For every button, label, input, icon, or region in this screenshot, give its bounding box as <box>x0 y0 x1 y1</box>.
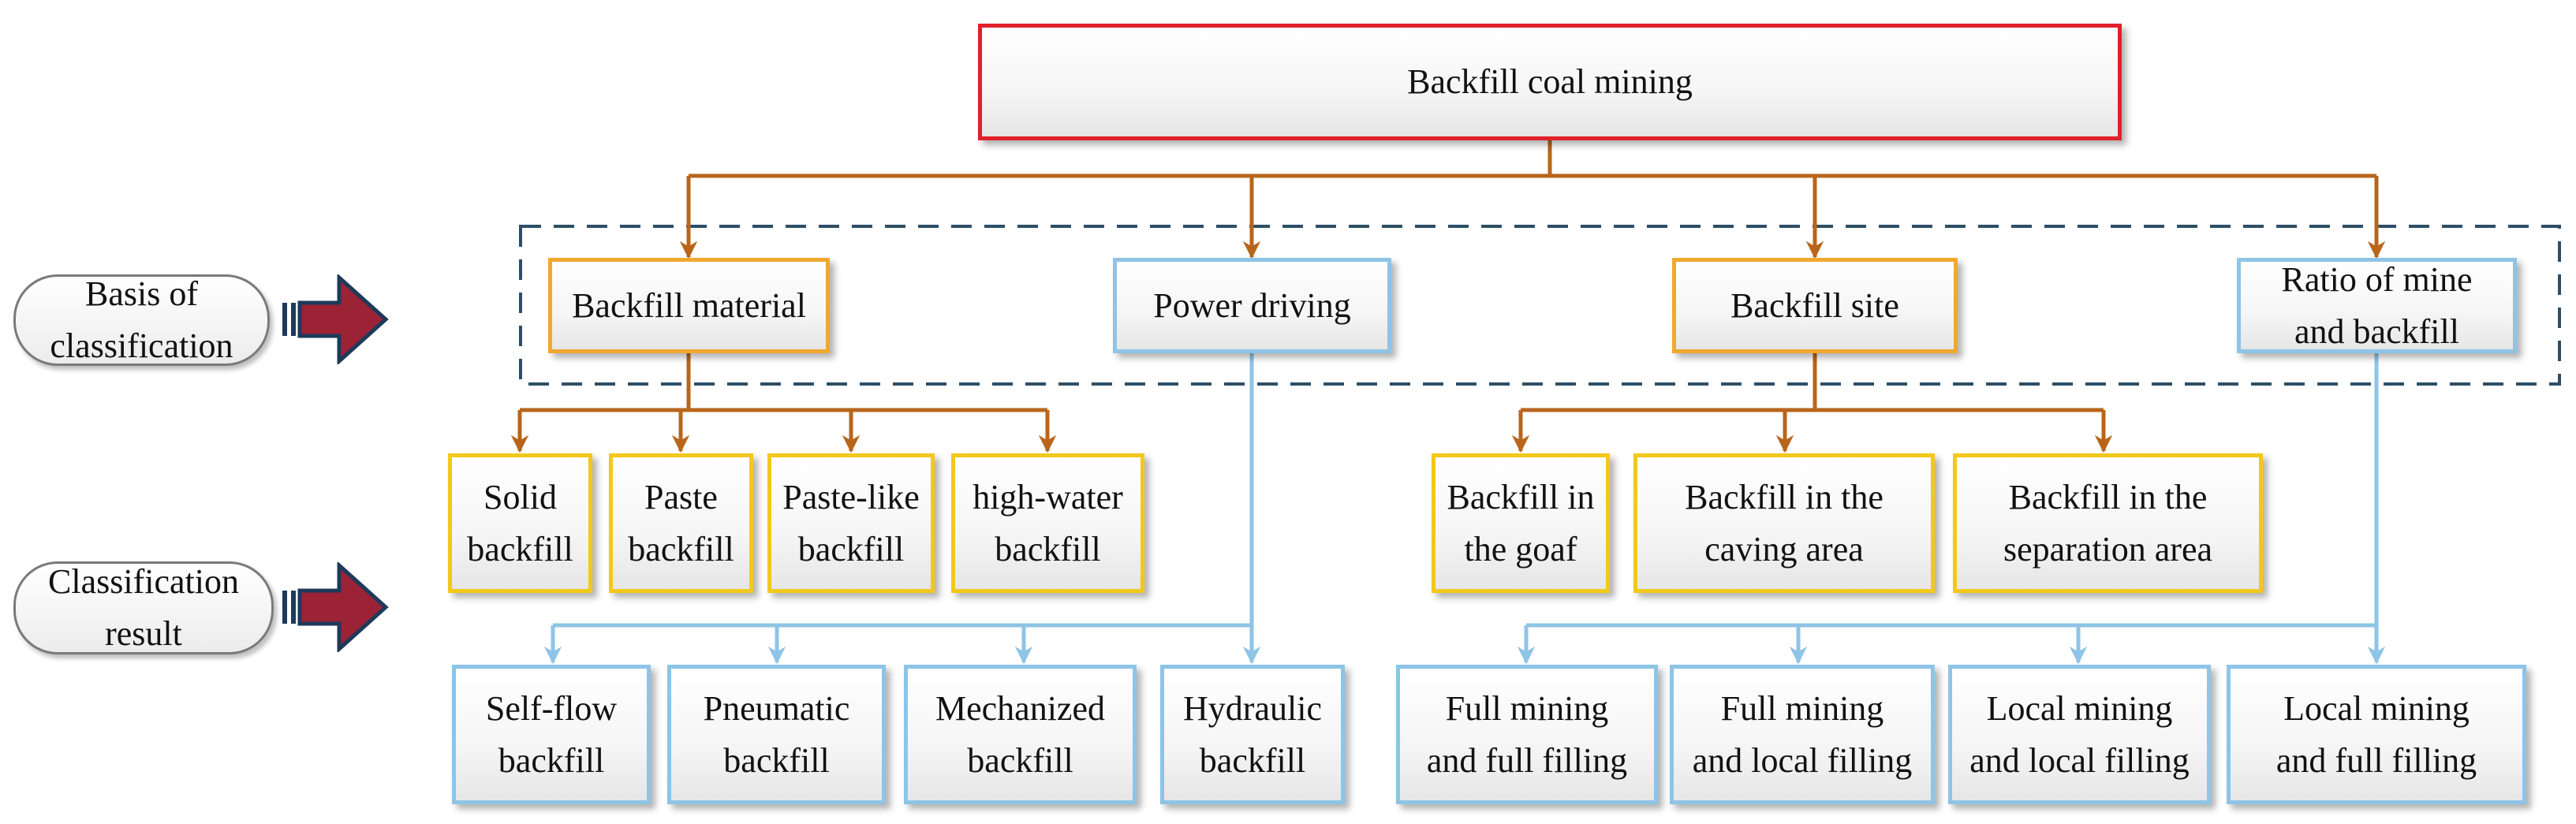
material-connectors <box>510 353 1057 453</box>
full-mining-and-local-filling-node: Full mining and local filling <box>1670 665 1935 804</box>
basis-arrow-icon <box>282 274 389 364</box>
root-connectors <box>679 140 2386 259</box>
backfill-in-the-goaf-node: Backfill in the goaf <box>1432 453 1610 593</box>
paste-like-backfill-node: Paste-like backfill <box>767 453 935 593</box>
high-water-backfill-node: high-water backfill <box>951 453 1144 593</box>
basis-of-classification-label: Basis of classification <box>13 274 270 366</box>
result-arrow-icon <box>282 562 389 652</box>
basis-dashed-frame <box>519 225 2561 386</box>
hydraulic-backfill-node: Hydraulic backfill <box>1160 665 1345 804</box>
classification-result-label: Classification result <box>13 561 274 654</box>
root-label: Backfill coal mining <box>1407 62 1693 101</box>
mechanized-backfill-node: Mechanized backfill <box>904 665 1137 804</box>
backfill-site-node: Backfill site <box>1672 258 1958 353</box>
full-mining-and-full-filling-node: Full mining and full filling <box>1396 665 1658 804</box>
power-connectors <box>543 353 1261 665</box>
self-flow-backfill-node: Self-flow backfill <box>452 665 651 804</box>
ratio-of-mine-and-backfill-node: Ratio of mine and backfill <box>2237 258 2517 353</box>
solid-backfill-node: Solid backfill <box>448 453 592 593</box>
paste-backfill-node: Paste backfill <box>609 453 753 593</box>
pneumatic-backfill-node: Pneumatic backfill <box>667 665 886 804</box>
site-connectors <box>1511 353 2113 453</box>
backfill-in-the-separation-area-node: Backfill in the separation area <box>1953 453 2263 593</box>
ratio-connectors <box>1517 353 2386 665</box>
backfill-in-the-caving-area-node: Backfill in the caving area <box>1633 453 1935 593</box>
local-mining-and-full-filling-node: Local mining and full filling <box>2227 665 2526 804</box>
root-node: Backfill coal mining <box>978 24 2122 140</box>
power-driving-node: Power driving <box>1113 258 1391 353</box>
local-mining-and-local-filling-node: Local mining and local filling <box>1948 665 2211 804</box>
backfill-material-node: Backfill material <box>548 258 830 353</box>
